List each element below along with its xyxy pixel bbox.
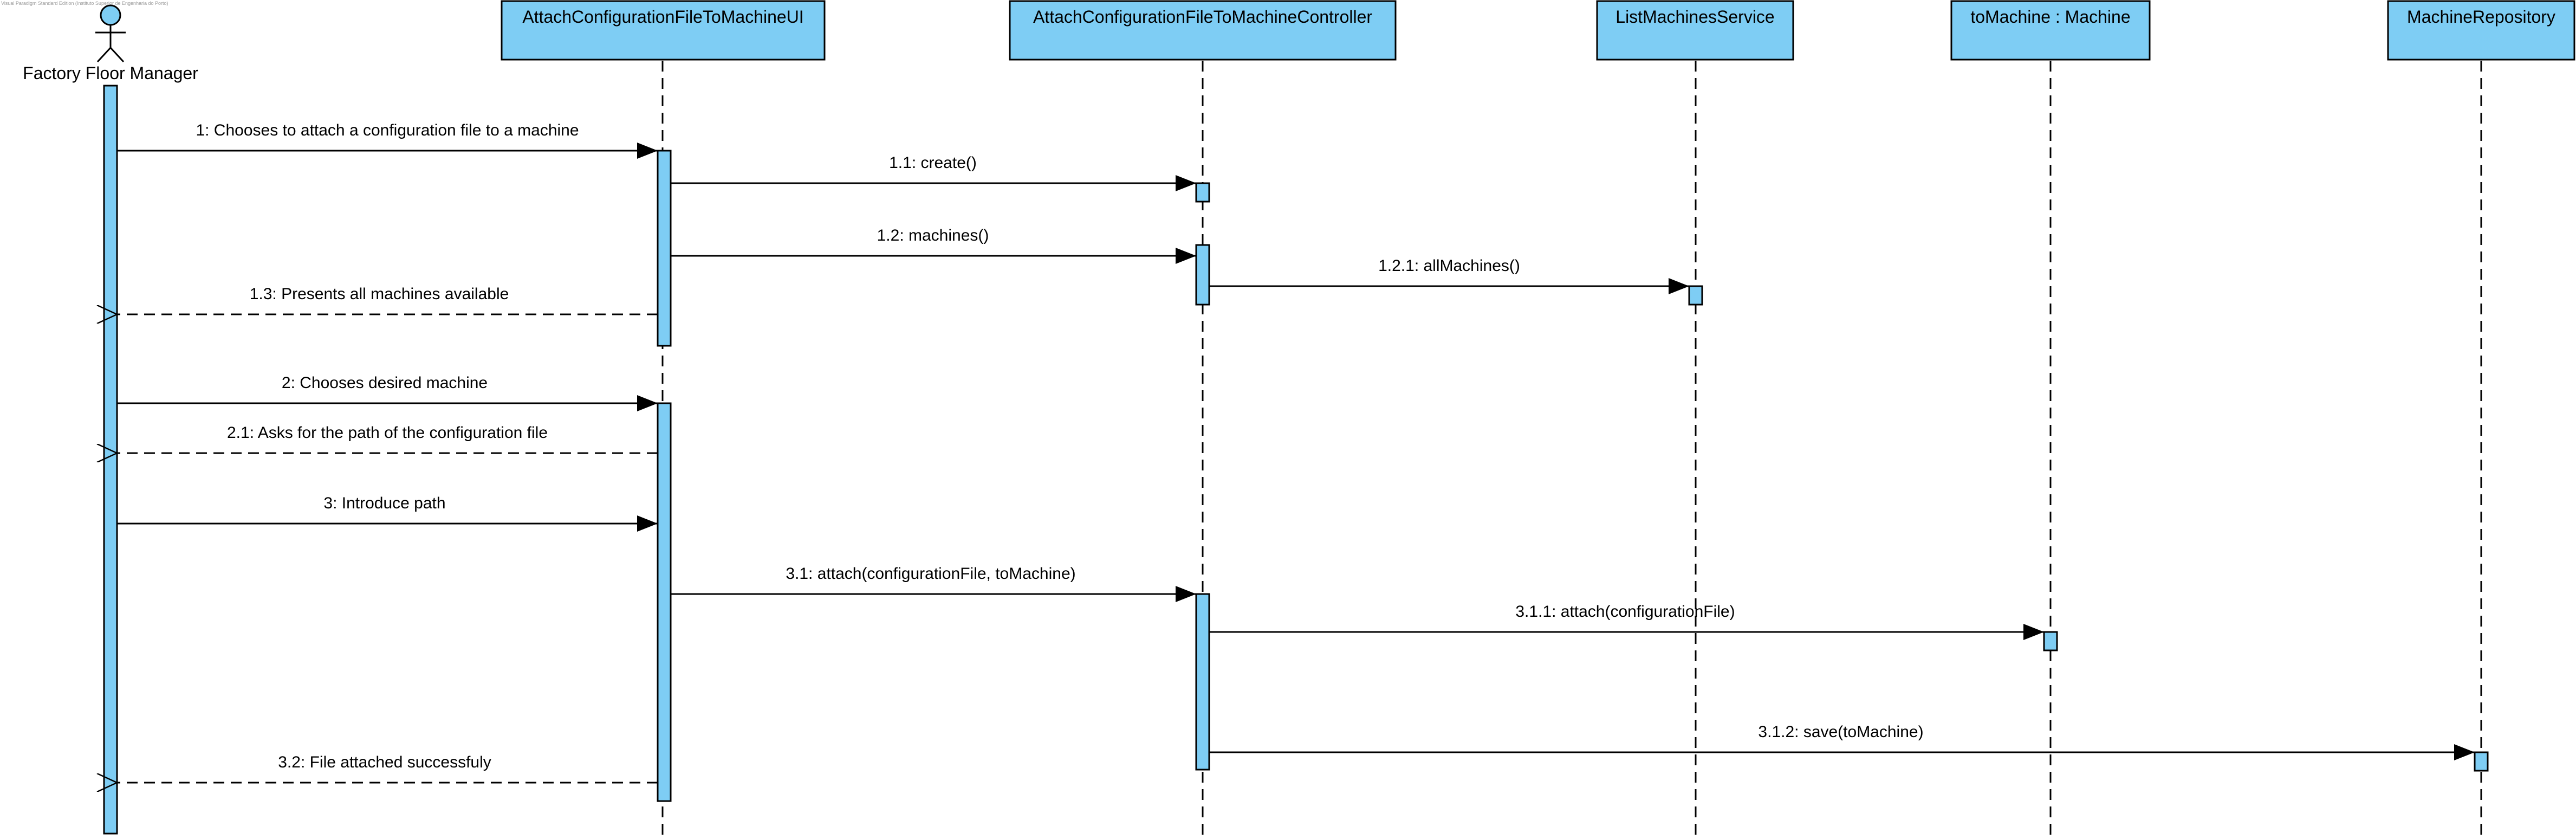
message-label: 1.2: machines() xyxy=(877,227,989,244)
activation-controller-2 xyxy=(1195,244,1210,306)
participant-name: AttachConfigurationFileToMachineUI xyxy=(522,7,803,27)
message-3-1-1[interactable]: 3.1.1: attach(configurationFile) xyxy=(1209,603,2044,640)
message-label: 3.1: attach(configurationFile, toMachine… xyxy=(786,565,1075,583)
activation-ui-1 xyxy=(657,150,672,347)
diagram-caption: Visual Paradigm Standard Edition (Instit… xyxy=(1,1,168,6)
activations xyxy=(103,85,2489,835)
participant-name: ListMachinesService xyxy=(1615,7,1774,27)
participant-to-machine[interactable]: toMachine : Machine xyxy=(1950,0,2151,61)
stick-figure-actor-icon xyxy=(95,4,126,63)
message-label: 3.1.2: save(toMachine) xyxy=(1758,723,1923,741)
message-3[interactable]: 3: Introduce path xyxy=(117,494,658,532)
message-label: 2.1: Asks for the path of the configurat… xyxy=(227,424,548,442)
participant-ui[interactable]: AttachConfigurationFileToMachineUI xyxy=(501,0,826,61)
message-label: 1.2.1: allMachines() xyxy=(1378,257,1520,275)
participant-list-machines-service[interactable]: ListMachinesService xyxy=(1596,0,1794,61)
message-2-1[interactable]: 2.1: Asks for the path of the configurat… xyxy=(117,424,658,453)
activation-controller-3 xyxy=(1195,593,1210,771)
activation-actor xyxy=(103,85,118,835)
activation-to-machine xyxy=(2043,631,2058,651)
message-label: 3.2: File attached successfuly xyxy=(278,753,491,771)
message-1-1[interactable]: 1.1: create() xyxy=(671,154,1196,191)
message-label: 1.1: create() xyxy=(889,154,977,172)
activation-machine-repository xyxy=(2474,751,2489,772)
message-1-2-1[interactable]: 1.2.1: allMachines() xyxy=(1209,257,1689,294)
message-1-2[interactable]: 1.2: machines() xyxy=(671,227,1196,264)
message-label: 2: Chooses desired machine xyxy=(282,374,488,392)
participant-name: AttachConfigurationFileToMachineControll… xyxy=(1033,7,1372,27)
message-3-2[interactable]: 3.2: File attached successfuly xyxy=(117,753,658,783)
participant-controller[interactable]: AttachConfigurationFileToMachineControll… xyxy=(1009,0,1397,61)
message-label: 3: Introduce path xyxy=(323,494,445,512)
messages: 1: Chooses to attach a configuration fil… xyxy=(117,121,2475,783)
activation-list-machines-service xyxy=(1688,285,1703,306)
participant-name: MachineRepository xyxy=(2407,7,2555,27)
actor-name: Factory Floor Manager xyxy=(23,63,198,83)
message-label: 1.3: Presents all machines available xyxy=(250,285,509,303)
message-1-3[interactable]: 1.3: Presents all machines available xyxy=(117,285,658,314)
lifelines xyxy=(661,61,2482,835)
participant-machine-repository[interactable]: MachineRepository xyxy=(2387,0,2575,61)
message-label: 3.1.1: attach(configurationFile) xyxy=(1515,603,1735,621)
message-3-1[interactable]: 3.1: attach(configurationFile, toMachine… xyxy=(671,565,1196,602)
message-2[interactable]: 2: Chooses desired machine xyxy=(117,374,658,411)
activation-ui-2 xyxy=(657,402,672,802)
participant-name: toMachine : Machine xyxy=(1970,7,2130,27)
message-label: 1: Chooses to attach a configuration fil… xyxy=(196,121,579,139)
actor-factory-floor-manager[interactable]: Factory Floor Manager xyxy=(23,4,198,83)
message-1[interactable]: 1: Chooses to attach a configuration fil… xyxy=(117,121,658,159)
activation-controller-1 xyxy=(1195,182,1210,203)
message-3-1-2[interactable]: 3.1.2: save(toMachine) xyxy=(1209,723,2475,760)
